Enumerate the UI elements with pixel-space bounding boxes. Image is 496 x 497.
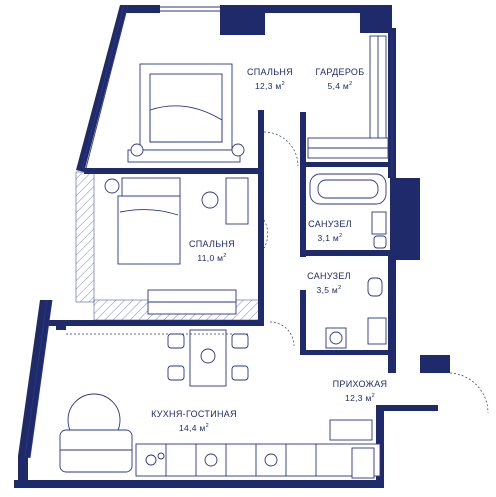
room-area: 12,3 м2: [255, 80, 285, 91]
room-area: 3,1 м2: [317, 232, 343, 243]
room-label-bedroom-1: СПАЛЬНЯ 12,3 м2: [247, 66, 293, 92]
east-pillar: [390, 178, 420, 260]
chair-3: [231, 333, 249, 349]
kitchen-counter: [135, 443, 381, 477]
room-label-bathroom-1: САНУЗЕЛ 3,1 м2: [308, 218, 352, 244]
southeast-pillar: [420, 355, 450, 373]
windows: [24, 4, 393, 459]
room-area: 14,4 м2: [179, 422, 209, 433]
doors: [66, 131, 489, 414]
table-centerpiece: [200, 348, 216, 364]
sink-bath1: [371, 211, 387, 235]
wall-bath-west: [300, 167, 306, 257]
room-name: СПАЛЬНЯ: [188, 239, 236, 249]
wall-living-north: [40, 320, 264, 326]
room-name: САНУЗЕЛ: [308, 219, 352, 229]
room-label-wardrobe: ГАРДЕРОБ 5,4 м2: [316, 66, 365, 92]
nightstand-right: [231, 143, 245, 157]
walls: [14, 5, 450, 488]
room-label-kitchen-living: КУХНЯ-ГОСТИНАЯ 14,4 м2: [151, 408, 237, 434]
room-name: СПАЛЬНЯ: [246, 67, 294, 77]
room-label-hallway: ПРИХОЖАЯ 12,3 м2: [333, 378, 388, 404]
room-area: 11,0 м2: [197, 252, 227, 263]
wall-bath2-south: [300, 350, 390, 355]
furniture: [59, 35, 389, 479]
wall-bath-divider: [300, 250, 390, 256]
sofa: [59, 429, 133, 473]
room-name: САНУЗЕЛ: [307, 271, 351, 281]
rug-bedroom-1: [127, 149, 241, 163]
wall-bedroom1-south: [84, 168, 264, 174]
kitchen-partition-stub: [56, 320, 66, 330]
wall-wardrobe-south: [300, 162, 390, 167]
chair-4: [231, 365, 249, 381]
nightstand-left: [130, 143, 144, 157]
entry-mat: [351, 447, 375, 479]
wall-bath2-west: [300, 290, 306, 355]
desk: [225, 177, 249, 225]
outer-wall-west-lower: [18, 300, 52, 458]
bedroom2-pouf: [104, 178, 120, 194]
room-name: КУХНЯ-ГОСТИНАЯ: [151, 409, 237, 419]
room-label-bedroom-2: СПАЛЬНЯ 11,0 м2: [189, 238, 235, 264]
outer-wall-west-upper: [76, 5, 128, 172]
bed-single: [117, 195, 181, 265]
room-area: 3,5 м2: [316, 284, 342, 295]
sink-bath2: [367, 317, 387, 345]
room-label-bathroom-2: САНУЗЕЛ 3,5 м2: [307, 270, 351, 296]
room-name: ГАРДЕРОБ: [315, 67, 365, 77]
wall-wardrobe-west: [300, 112, 306, 162]
room-area: 5,4 м2: [327, 80, 353, 91]
chair-2: [167, 365, 185, 381]
north-pillar: [220, 5, 265, 35]
room-area: 12,3 м2: [345, 392, 375, 403]
bed-single-headboard: [121, 177, 181, 197]
room-name: ПРИХОЖАЯ: [332, 379, 388, 389]
chair-1: [167, 333, 185, 349]
hall-partition: [378, 405, 438, 411]
northeast-pillar: [360, 5, 392, 33]
desk-chair: [201, 191, 219, 209]
outer-wall-north-1: [120, 5, 160, 13]
outer-wall-east-lower: [388, 255, 396, 373]
shoe-bench: [329, 419, 373, 441]
toilet-bath2: [367, 277, 383, 297]
outer-wall-south: [14, 480, 384, 488]
wall-bedroom2-east: [258, 110, 264, 320]
outer-wall-southwest: [18, 456, 28, 486]
toilet-bath1: [373, 235, 387, 249]
outer-wall-north-2: [265, 5, 360, 13]
